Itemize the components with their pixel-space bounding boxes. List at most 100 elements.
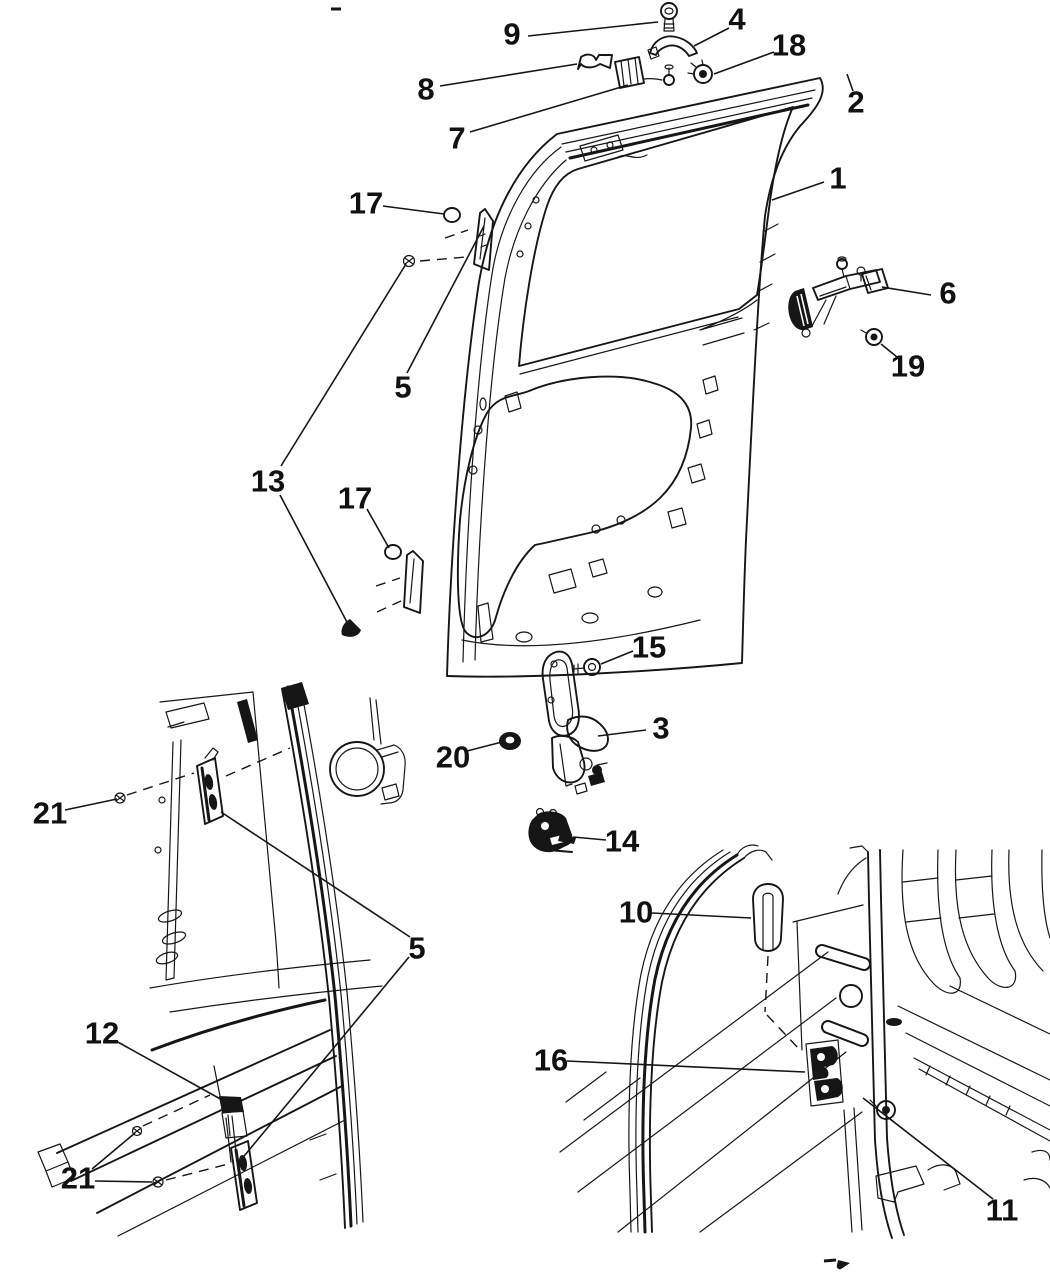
sill-slot bbox=[157, 909, 183, 923]
callout-17-leader bbox=[366, 508, 390, 549]
callout-label-10: 10 bbox=[619, 895, 653, 930]
floor-rib bbox=[1008, 849, 1050, 972]
callout-label-20: 20 bbox=[436, 740, 470, 775]
floor-rib bbox=[901, 849, 961, 994]
floor-lines bbox=[897, 985, 1050, 1107]
callout-5-leader bbox=[220, 811, 411, 938]
top-frame-bracket bbox=[579, 134, 624, 162]
part-13-screw-upper bbox=[402, 254, 416, 268]
part-15-screw bbox=[573, 658, 601, 676]
callout-17-leader bbox=[382, 205, 445, 215]
callout-11-leader bbox=[862, 1097, 994, 1200]
callout-label-17: 17 bbox=[349, 186, 383, 221]
callout-label-13: 13 bbox=[251, 464, 285, 499]
striker-plate-lower bbox=[230, 1140, 258, 1211]
part-9-screw bbox=[660, 2, 678, 32]
part-10-grommet bbox=[752, 883, 784, 952]
callout-21-leader bbox=[64, 798, 118, 811]
callout-16-leader bbox=[566, 1060, 806, 1073]
part-20-nut bbox=[499, 732, 521, 750]
part-8-clip bbox=[577, 53, 613, 70]
lower-diagonals bbox=[559, 951, 863, 1233]
part-13-clip-lower bbox=[341, 619, 361, 637]
panel-hole bbox=[515, 631, 533, 643]
fuel-filler-opening bbox=[329, 741, 385, 797]
belt-line bbox=[519, 316, 739, 375]
top-bracket-hole bbox=[606, 141, 614, 149]
callout-label-5: 5 bbox=[394, 370, 411, 405]
door-top-weatherstrip bbox=[561, 89, 816, 145]
panel-square-hole bbox=[548, 568, 577, 594]
sill-slot bbox=[161, 931, 187, 945]
pillar-hole bbox=[839, 984, 863, 1008]
callout-label-7: 7 bbox=[448, 121, 465, 156]
part-17-plug-upper bbox=[443, 207, 461, 223]
registration-tick bbox=[823, 1258, 837, 1263]
b-pillar-lines bbox=[165, 721, 185, 981]
door-top-weatherstrip-2 bbox=[565, 97, 813, 153]
part-18-grommet bbox=[687, 59, 713, 84]
registration-blob bbox=[836, 1260, 850, 1270]
panel-pocket bbox=[477, 602, 494, 643]
callout-label-9: 9 bbox=[503, 17, 520, 52]
callout-6-leader bbox=[881, 286, 932, 296]
frame-hole bbox=[524, 222, 532, 230]
callout-label-5: 5 bbox=[408, 931, 425, 966]
panel-hole bbox=[616, 515, 626, 525]
callout-label-19: 19 bbox=[891, 349, 925, 384]
part-11-bolt bbox=[869, 1099, 896, 1120]
callout-13-leader bbox=[280, 263, 407, 467]
panel-edges bbox=[792, 904, 864, 1051]
panel-square-hole bbox=[588, 558, 608, 578]
wiring-squiggle bbox=[616, 154, 648, 159]
callout-15-leader bbox=[600, 650, 634, 665]
projection-dashed-lines-main bbox=[375, 229, 469, 613]
callout-12-leader bbox=[115, 1040, 225, 1102]
part-12-wedge bbox=[219, 1096, 248, 1139]
callout-21-leader bbox=[94, 1180, 153, 1183]
projection-dashed-lines-left bbox=[126, 747, 291, 1181]
panel-square-hole bbox=[667, 507, 687, 529]
callout-label-15: 15 bbox=[632, 630, 666, 665]
inner-panel-access-hole bbox=[456, 375, 693, 639]
sill-rails bbox=[56, 1029, 343, 1214]
callout-7-leader bbox=[469, 84, 629, 133]
callout-label-18: 18 bbox=[772, 28, 806, 63]
panel-hole bbox=[647, 586, 663, 598]
part-19-screw bbox=[860, 328, 883, 346]
floor-arc bbox=[150, 998, 327, 1052]
part-14-latch bbox=[528, 807, 576, 853]
door-opening-weatherstrip bbox=[648, 857, 745, 1233]
aperture-top-edge bbox=[159, 691, 254, 703]
callout-label-1: 1 bbox=[829, 161, 846, 196]
part-7-bracket bbox=[614, 56, 675, 89]
callout-14-leader bbox=[572, 836, 607, 841]
right-frame-hatch bbox=[699, 223, 779, 346]
sill-end-boxes bbox=[37, 1143, 75, 1188]
callout-label-21: 21 bbox=[33, 796, 67, 831]
callout-label-6: 6 bbox=[939, 276, 956, 311]
door-front-frame-line bbox=[462, 146, 562, 663]
floor-rib bbox=[954, 849, 1017, 988]
pillar-weatherstrip-band bbox=[281, 688, 346, 1229]
callout-1-leader bbox=[771, 181, 825, 201]
grommet-projection bbox=[764, 955, 800, 1050]
part-17-plug-lower bbox=[384, 544, 402, 560]
panel-square-hole bbox=[696, 419, 713, 439]
callout-8-leader bbox=[439, 63, 578, 87]
part-3-lower-hinge bbox=[541, 650, 609, 795]
callout-label-21: 21 bbox=[61, 1161, 95, 1196]
aperture-left-edge bbox=[252, 691, 280, 989]
callout-label-17: 17 bbox=[338, 481, 372, 516]
part-21-screws bbox=[114, 792, 164, 1188]
callout-5-leader bbox=[239, 956, 410, 1162]
main-view-sliding-door bbox=[446, 77, 824, 678]
frame-hole bbox=[468, 465, 478, 475]
pillar-edge bbox=[867, 851, 893, 1239]
callout-3-leader bbox=[597, 729, 647, 737]
panel-square-hole bbox=[687, 463, 706, 484]
panel-hole bbox=[581, 612, 599, 624]
panel-square-hole bbox=[702, 375, 719, 395]
callout-2-leader bbox=[846, 73, 854, 92]
